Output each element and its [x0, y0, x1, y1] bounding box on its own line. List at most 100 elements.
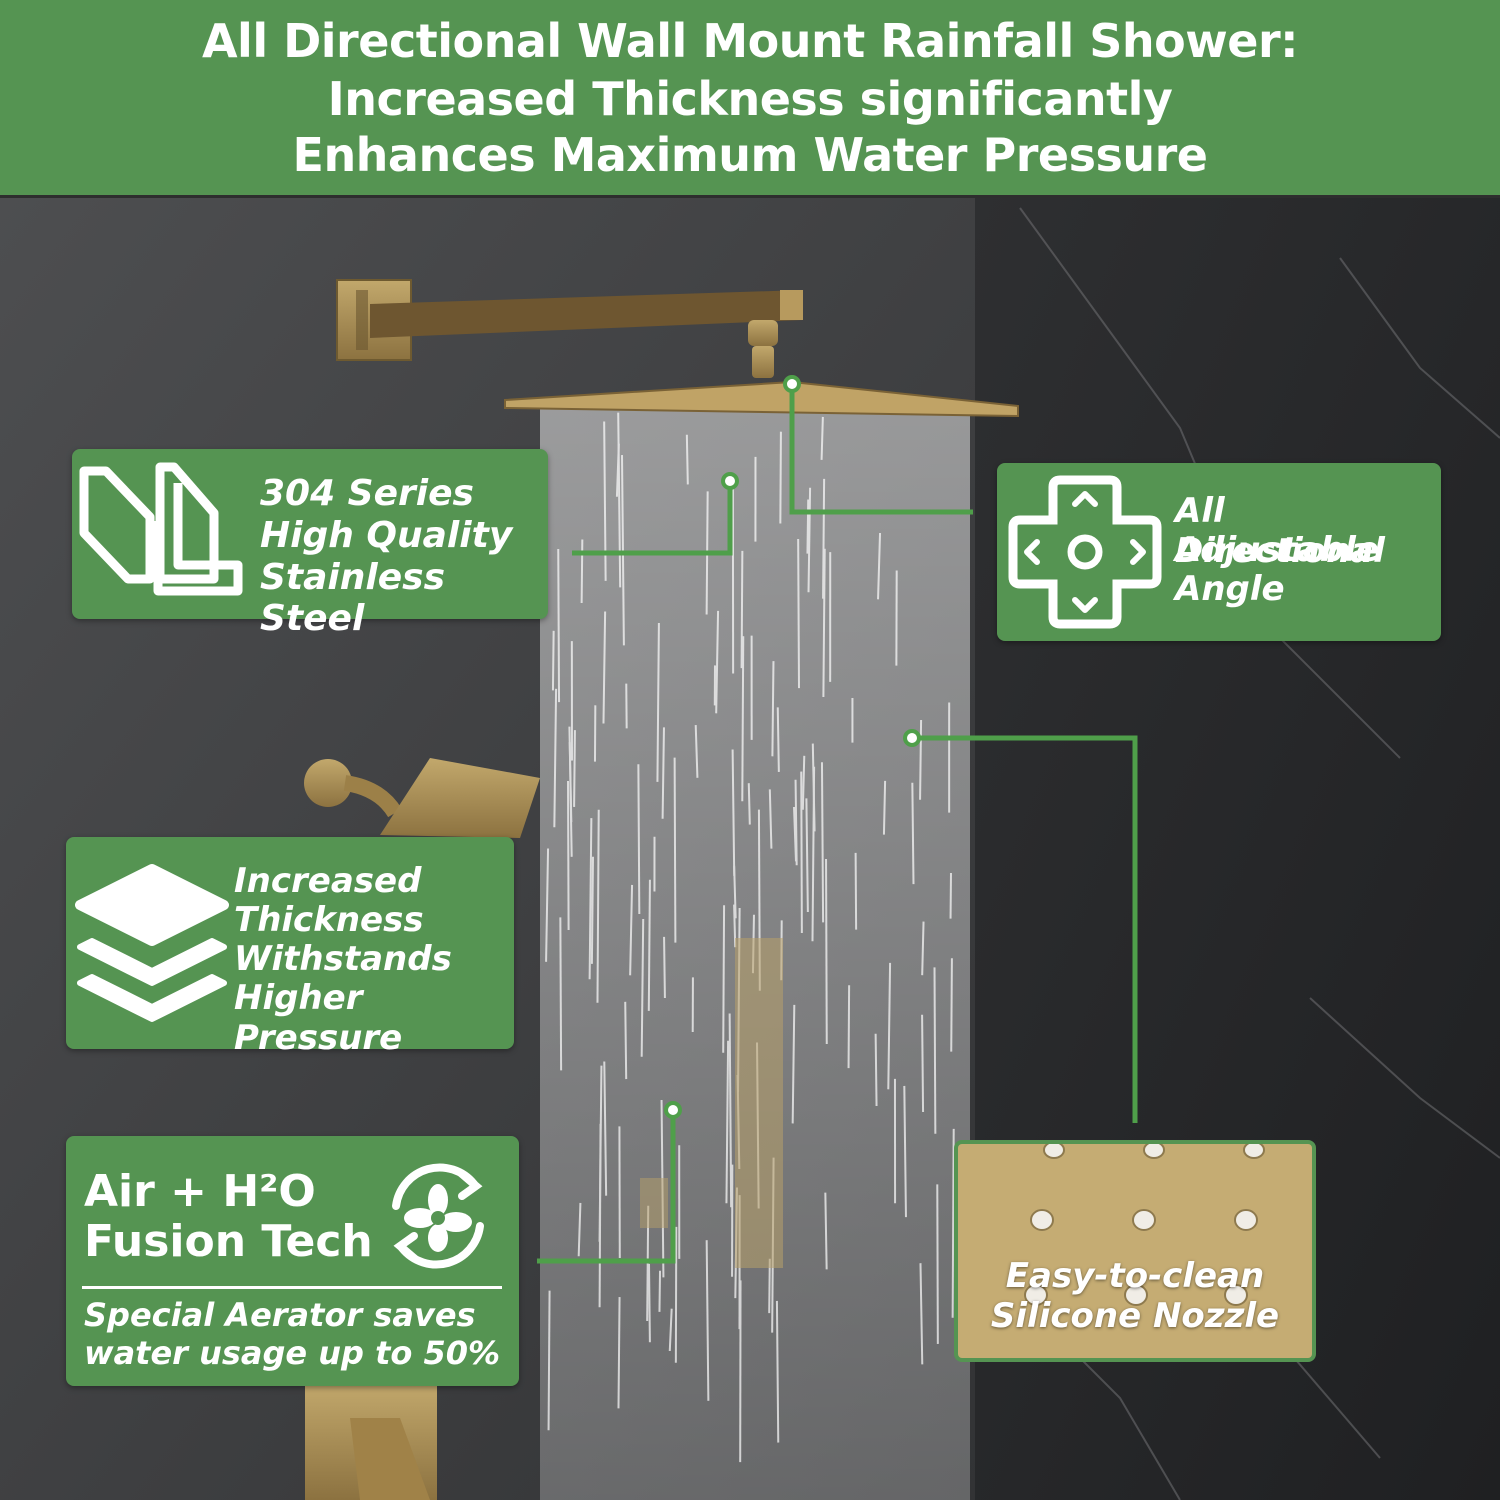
water-streak — [545, 848, 550, 962]
water-streak — [648, 1263, 651, 1343]
water-streaks — [545, 412, 955, 1463]
water-streak — [617, 412, 622, 588]
water-streak — [825, 858, 828, 1044]
water-streak — [801, 755, 806, 810]
water-streak — [805, 798, 809, 913]
water-streak — [577, 1202, 582, 1257]
water-streak — [580, 539, 584, 604]
water-streak — [621, 455, 625, 646]
water-streak — [547, 1290, 551, 1431]
title-banner: All Directional Wall Mount Rainfall Show… — [0, 0, 1500, 198]
feature-steel-line-2: High Quality — [260, 515, 513, 556]
water-streak — [854, 852, 858, 930]
water-streak — [668, 1308, 673, 1352]
water-streak — [933, 967, 937, 1134]
feature-steel-line-1: 304 Series — [260, 473, 474, 514]
feature-card-thickness: Increased Thickness Withstands Higher Pr… — [66, 837, 514, 1058]
water-streak — [779, 431, 782, 524]
feature-thickness-line-4: Higher Pressure — [234, 978, 403, 1058]
water-streak — [950, 958, 953, 1052]
water-streak — [637, 764, 641, 914]
water-streak — [590, 856, 594, 964]
headline-line-2: Increased Thickness significantly — [327, 72, 1173, 126]
water-streak — [806, 499, 810, 554]
headline-line-1: All Directional Wall Mount Rainfall Show… — [201, 14, 1299, 68]
water-streak — [820, 416, 824, 460]
shower-illustration — [0, 198, 1500, 1500]
feature-card-angle: All Directional Adjustable Angle — [997, 463, 1441, 641]
water-streak — [887, 962, 892, 1090]
water-streak — [553, 688, 558, 828]
water-streak — [820, 762, 825, 923]
fusion-desc-line-1: Special Aerator saves — [84, 1296, 476, 1334]
secondary-shower-head — [380, 758, 540, 838]
directional-pad-icon — [1008, 475, 1162, 629]
water-streak — [877, 532, 882, 600]
water-streak — [903, 1085, 907, 1218]
water-streak — [847, 985, 851, 1069]
water-streak — [624, 1001, 628, 1080]
water-streak — [658, 1270, 662, 1312]
water-streak — [822, 478, 826, 599]
water-streak — [647, 879, 651, 1011]
layers-icon — [75, 864, 229, 1022]
water-streak — [936, 1184, 939, 1344]
stainless-steel-profile-icon — [79, 462, 243, 596]
fan-cycle-icon — [392, 1163, 484, 1269]
water-streak — [715, 610, 720, 714]
water-streak — [673, 757, 677, 943]
water-streak — [793, 806, 797, 862]
water-streak — [685, 434, 689, 485]
water-streak — [705, 1240, 710, 1401]
fusion-title-line-1: Air + H²O — [84, 1166, 316, 1217]
water-streak — [603, 1061, 608, 1196]
water-streak — [559, 917, 563, 1071]
fusion-title-line-2: Fusion Tech — [84, 1216, 373, 1267]
water-streak — [771, 661, 775, 757]
feature-angle-line-3: Angle — [1175, 569, 1285, 609]
nozzle-grid-image — [1024, 1144, 1265, 1306]
water-streak — [694, 725, 699, 778]
water-streak — [921, 921, 925, 976]
water-streak — [882, 780, 887, 835]
water-streak — [740, 550, 744, 669]
water-streak — [617, 1297, 621, 1409]
water-streak — [800, 771, 803, 933]
feature-thickness-line-3: Withstands — [234, 939, 452, 979]
water-streak — [596, 809, 600, 1003]
water-streak — [551, 630, 555, 691]
nozzle-line-1: Easy-to-clean — [1005, 1256, 1265, 1296]
water-streak — [656, 623, 660, 782]
feature-thickness-line-1: Increased — [234, 861, 422, 901]
feature-angle-line-1: All Directional — [1175, 491, 1385, 571]
water-streak — [557, 548, 561, 703]
water-streak — [822, 548, 826, 698]
water-streak — [663, 936, 666, 998]
water-streak — [567, 781, 570, 930]
fusion-divider — [82, 1286, 502, 1289]
feature-card-fusion: Air + H²O Fusion Tech Special Aerator sa… — [66, 1136, 519, 1386]
slide-bar — [735, 938, 783, 1268]
water-streak — [602, 611, 607, 724]
water-streak — [568, 726, 573, 823]
rain-shower-head — [504, 380, 1019, 418]
water-streak — [775, 1300, 780, 1443]
water-streak — [747, 783, 751, 825]
headline-line-3: Enhances Maximum Water Pressure — [292, 128, 1208, 182]
water-streak — [919, 1263, 924, 1365]
feature-card-steel: 304 Series High Quality Stainless Steel — [72, 449, 548, 639]
water-streak — [807, 487, 812, 593]
nozzle-line-2: Silicone Nozzle — [990, 1296, 1280, 1336]
callout-dots — [664, 375, 921, 1119]
water-streak — [797, 539, 800, 689]
nozzle-closeup-card: Easy-to-clean Silicone Nozzle — [954, 1140, 1316, 1362]
water-streak — [731, 749, 736, 876]
water-streak — [722, 905, 726, 1053]
fusion-desc-line-2: water usage up to 50% — [84, 1334, 501, 1372]
feature-thickness-line-2: Thickness — [234, 900, 424, 940]
water-streak — [573, 730, 576, 807]
secondary-flange — [304, 759, 352, 807]
water-streak — [768, 789, 773, 849]
feature-steel-line-3: Stainless Steel — [260, 557, 446, 639]
shower-arm — [370, 290, 803, 338]
